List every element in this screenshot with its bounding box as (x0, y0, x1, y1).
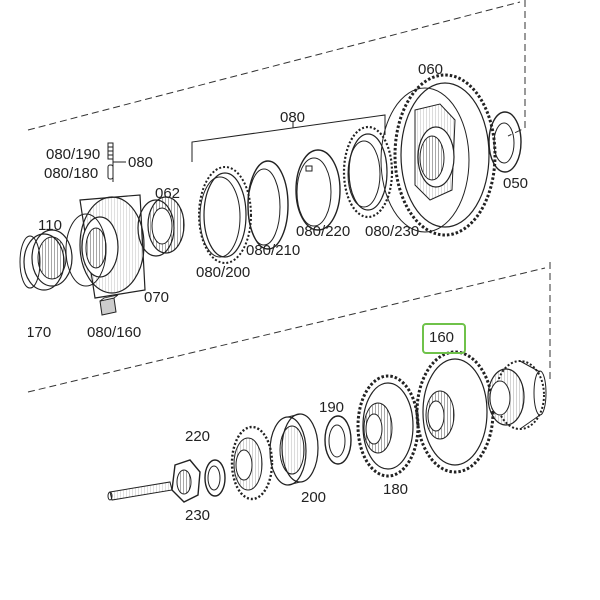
label-060[interactable]: 060 (418, 61, 444, 78)
bracket-080 (191, 114, 386, 162)
part-160-gear (415, 350, 495, 474)
label-080-160[interactable]: 080/160 (87, 324, 142, 341)
part-230-nut (171, 459, 201, 503)
label-170[interactable]: /170 (22, 324, 52, 341)
part-050-washer (488, 111, 522, 173)
label-080-200[interactable]: 080/200 (196, 264, 251, 281)
part-080-190-spring (107, 142, 114, 160)
label-110[interactable]: 110 (38, 217, 62, 234)
bracket-080-side (112, 145, 126, 182)
label-180[interactable]: 180 (383, 481, 409, 498)
part-062-bearing (137, 196, 185, 257)
part-220-ring (204, 459, 226, 497)
upper-assembly-boundary (27, 0, 526, 137)
label-080-side[interactable]: 080 (128, 154, 154, 171)
label-080-220[interactable]: 080/220 (296, 223, 351, 240)
part-110-ring-b (19, 235, 41, 289)
part-080-220-ring (295, 149, 341, 231)
part-080-230-ring (342, 125, 394, 219)
label-080-190[interactable]: 080/190 (46, 146, 101, 163)
part-200-bearing (269, 413, 319, 486)
label-200[interactable]: 200 (301, 489, 327, 506)
part-end-double-gear (487, 360, 547, 430)
part-110-ring (23, 229, 73, 291)
label-190[interactable]: 190 (319, 399, 345, 416)
label-230[interactable]: 230 (185, 507, 211, 524)
label-070[interactable]: 070 (144, 289, 170, 306)
part-070-hub (65, 194, 146, 299)
lower-assembly-boundary (27, 262, 551, 393)
part-080-210-ring (247, 160, 289, 250)
label-050[interactable]: 050 (503, 175, 529, 192)
label-170-text: 170 (26, 324, 52, 341)
part-lower-splined-gear (230, 425, 274, 501)
label-160[interactable]: 160 (429, 329, 455, 346)
label-080[interactable]: 080 (280, 109, 306, 126)
label-080-230[interactable]: 080/230 (365, 223, 420, 240)
part-060-gear (380, 73, 497, 237)
part-180-gear (356, 374, 420, 478)
label-062[interactable]: 062 (155, 185, 181, 202)
part-shaft (107, 481, 173, 501)
label-080-180[interactable]: 080/180 (44, 165, 99, 182)
part-190-washer (324, 415, 352, 465)
label-220[interactable]: 220 (185, 428, 211, 445)
part-080-160-block (99, 294, 119, 316)
part-080-200-ring (198, 166, 252, 264)
part-080-180-pin (107, 164, 114, 180)
label-080-210[interactable]: 080/210 (246, 242, 301, 259)
highlight-box-160 (422, 323, 466, 354)
